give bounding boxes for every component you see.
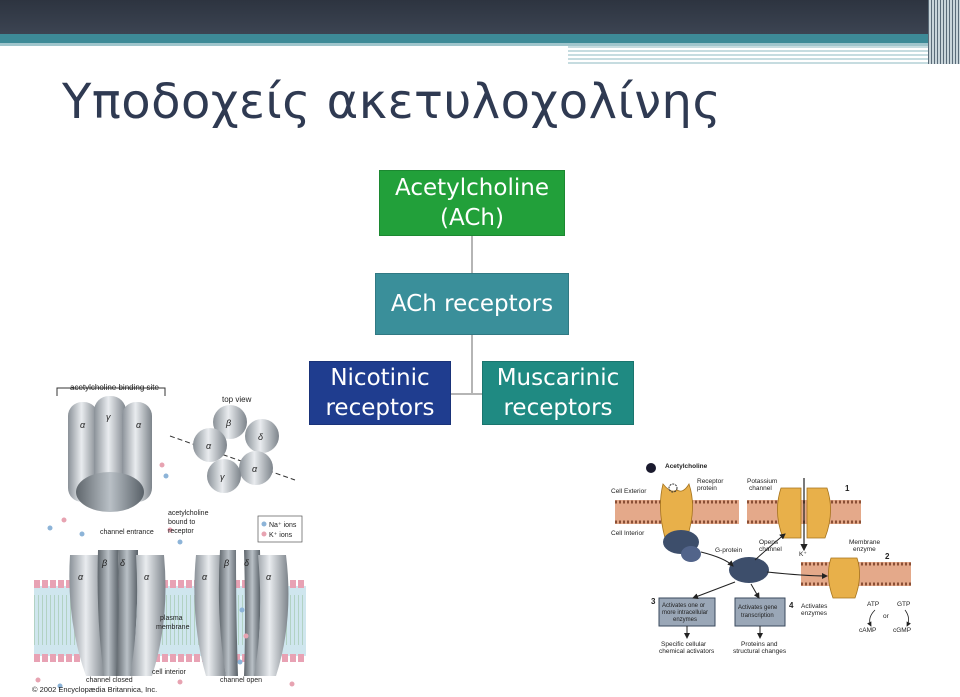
channel-open (194, 550, 289, 676)
top-alpha-left: α (206, 441, 212, 451)
copyright-label: © 2002 Encyclopædia Britannica, Inc. (32, 685, 157, 694)
header-banner (0, 0, 960, 34)
cell-exterior-label: Cell Exterior (611, 488, 647, 495)
side-alpha-left: α (80, 420, 86, 430)
nicotinic-label-line1: Nicotinic (330, 365, 430, 391)
closed-alpha-right: α (144, 572, 150, 582)
nicotinic-label-line2: receptors (325, 395, 435, 421)
activates-enzymes-label-2: enzymes (801, 610, 828, 617)
side-gamma: γ (106, 412, 111, 422)
specific-activators-label-1: Specific cellular (661, 641, 707, 648)
channel-entrance-label: channel entrance (100, 529, 154, 536)
receptor-protein (660, 483, 693, 539)
nicotinic-receptors-box: Nicotinic receptors (309, 361, 451, 425)
potassium-channel-left (777, 487, 802, 539)
top-beta: β (225, 418, 231, 428)
ion-legend (257, 515, 303, 543)
proteins-changes-label-1: Proteins and (741, 641, 778, 648)
open-alpha-right: α (266, 572, 272, 582)
muscarinic-label-line2: receptors (503, 395, 613, 421)
closed-alpha-left: α (78, 572, 84, 582)
connector-receptors-branch (451, 393, 482, 395)
step-1: 1 (845, 484, 850, 493)
slide-title: Υποδοχείς ακετυλοχολίνης (62, 74, 722, 130)
plasma-membrane-label-1: plasma (160, 615, 183, 622)
mus-acetylcholine-label: Acetylcholine (665, 463, 708, 470)
channel-closed-label: channel closed (86, 677, 133, 684)
step-3: 3 (651, 597, 656, 606)
g-protein (663, 530, 769, 583)
muscarinic-label-line1: Muscarinic (496, 365, 620, 391)
gtp-label: GTP (897, 601, 910, 608)
acetylcholine-abbrev: (ACh) (440, 205, 504, 231)
plasma-membrane-label-2: membrane (156, 624, 190, 631)
intracellular-enzymes-label-3: enzymes (673, 617, 697, 623)
muscarinic-receptor-figure: Acetylcholine Receptor protein Cell Exte… (611, 463, 911, 655)
header-rule (0, 43, 960, 46)
receptor-side-view (68, 396, 152, 512)
closed-beta: β (101, 558, 107, 568)
gene-transcription-box (734, 597, 786, 627)
k-ions-label: K⁺ ions (269, 532, 293, 539)
top-view-label: top view (222, 395, 252, 404)
acetylcholine-label: Acetylcholine (395, 175, 549, 201)
ach-bound-label-1: acetylcholine (168, 510, 209, 517)
step-4: 4 (789, 601, 794, 610)
opens-channel-label-1: Opens (759, 539, 779, 546)
k-plus-label: K⁺ (799, 551, 807, 558)
acetylcholine-box: Acetylcholine (ACh) (379, 170, 565, 236)
camp-label: cAMP (859, 627, 876, 634)
closed-delta: δ (120, 558, 126, 568)
gene-transcription-label-1: Activates gene (738, 605, 778, 611)
header-corner-pattern (928, 0, 960, 64)
specific-activators-label-2: chemical activators (659, 648, 715, 655)
membrane-enzyme-label-1: Membrane (849, 539, 880, 546)
intracellular-enzymes-label-1: Activates one or (662, 603, 705, 609)
binding-site-label: acetylcholine binding site (70, 383, 159, 392)
receptor-protein-label-2: protein (697, 485, 717, 492)
potassium-channel-label-2: channel (749, 485, 772, 492)
receptor-protein-label-1: Receptor (697, 478, 724, 485)
membrane-enzyme (828, 557, 860, 599)
ach-bound-label-3: receptor (168, 528, 194, 535)
open-delta: δ (244, 558, 250, 568)
cell-interior-label: cell interior (152, 669, 187, 676)
acetylcholine-molecule (646, 463, 656, 473)
activates-enzymes-label-1: Activates (801, 603, 828, 610)
top-alpha-right: α (252, 464, 258, 474)
channel-closed (69, 550, 166, 676)
connector-receptors-trunk (471, 335, 473, 395)
intracellular-enzymes-label-2: more intracellular (662, 610, 708, 616)
channel-open-label: channel open (220, 677, 262, 684)
proteins-changes-label-2: structural changes (733, 648, 787, 655)
na-ions-label: Na⁺ ions (269, 522, 297, 529)
open-beta: β (223, 558, 229, 568)
nicotinic-receptor-figure: acetylcholine binding site α γ α top vie… (32, 383, 306, 694)
step-2: 2 (885, 552, 890, 561)
g-protein-label: G-protein (715, 547, 742, 554)
ach-bound-label-2: bound to (168, 519, 195, 526)
muscarinic-receptors-box: Muscarinic receptors (482, 361, 634, 425)
or-label: or (883, 613, 890, 620)
potassium-channel-right (806, 487, 831, 539)
connector-ach-receptors (471, 236, 473, 273)
ach-receptors-label: ACh receptors (390, 291, 554, 317)
membrane-enzyme-label-2: enzyme (853, 546, 876, 553)
cgmp-label: cGMP (893, 627, 911, 634)
ach-receptors-box: ACh receptors (375, 273, 569, 335)
top-delta: δ (258, 432, 264, 442)
open-alpha-left: α (202, 572, 208, 582)
atp-label: ATP (867, 601, 879, 608)
gene-transcription-label-2: transcription (741, 613, 774, 619)
mus-cell-interior-label: Cell Interior (611, 530, 645, 537)
opens-channel-label-2: channel (759, 546, 782, 553)
potassium-channel-label-1: Potassium (747, 478, 777, 485)
side-alpha-right: α (136, 420, 142, 430)
top-gamma: γ (220, 472, 225, 482)
header-accent-bar (0, 34, 960, 43)
receptor-top-view (193, 405, 279, 493)
header-stripes (568, 46, 960, 64)
ions (35, 462, 295, 689)
intracellular-enzymes-box (658, 597, 716, 627)
